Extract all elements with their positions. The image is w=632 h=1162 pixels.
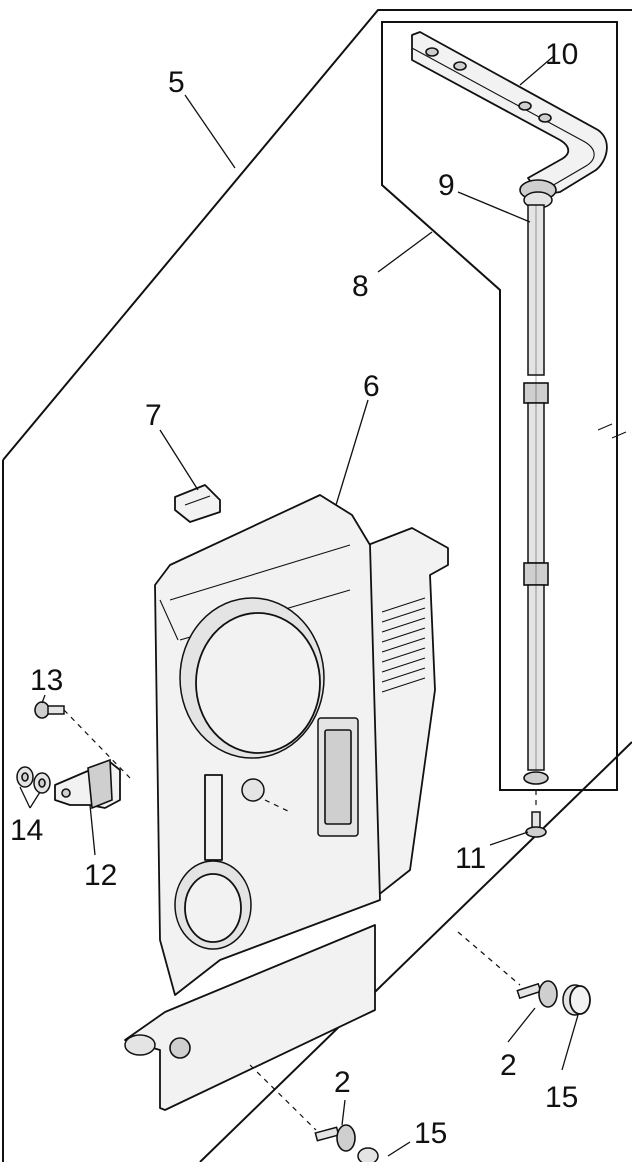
callout-5: 5 (168, 66, 185, 99)
assembly-8-outline (381, 21, 618, 791)
callout-10: 10 (545, 38, 578, 71)
assembly-5-outline (2, 9, 632, 1162)
clip-part-7 (174, 484, 221, 523)
vertical-rod-part-9 (523, 204, 549, 785)
leader-lines (19, 54, 579, 1157)
washers-part-14 (16, 766, 51, 794)
latch-part-12 (54, 758, 121, 810)
side-cover-part-6 (154, 494, 449, 996)
screw-part-13 (34, 701, 65, 719)
callout-6: 6 (363, 370, 380, 403)
callout-14: 14 (10, 814, 43, 847)
screw-part-2-upper (516, 980, 558, 1008)
assembly-axes (63, 709, 521, 1131)
callout-9: 9 (438, 169, 455, 202)
vent-slots (381, 597, 426, 693)
cap-part-15-upper (562, 984, 591, 1016)
top-bracket-part-10 (411, 31, 608, 209)
break-marks (597, 423, 627, 439)
callout-13: 13 (30, 664, 63, 697)
callout-15-upper: 15 (545, 1081, 578, 1114)
lower-plate (124, 924, 376, 1111)
callout-8: 8 (352, 270, 369, 303)
callout-12: 12 (84, 859, 117, 892)
screw-part-2-lower (314, 1124, 356, 1152)
callout-11: 11 (455, 842, 486, 875)
screw-part-11 (525, 790, 547, 838)
callout-15-lower: 15 (414, 1117, 447, 1150)
callout-7: 7 (145, 399, 162, 432)
callout-2-lower: 2 (334, 1066, 351, 1099)
callout-2-upper: 2 (500, 1049, 517, 1082)
cap-part-15-lower (357, 1147, 379, 1162)
